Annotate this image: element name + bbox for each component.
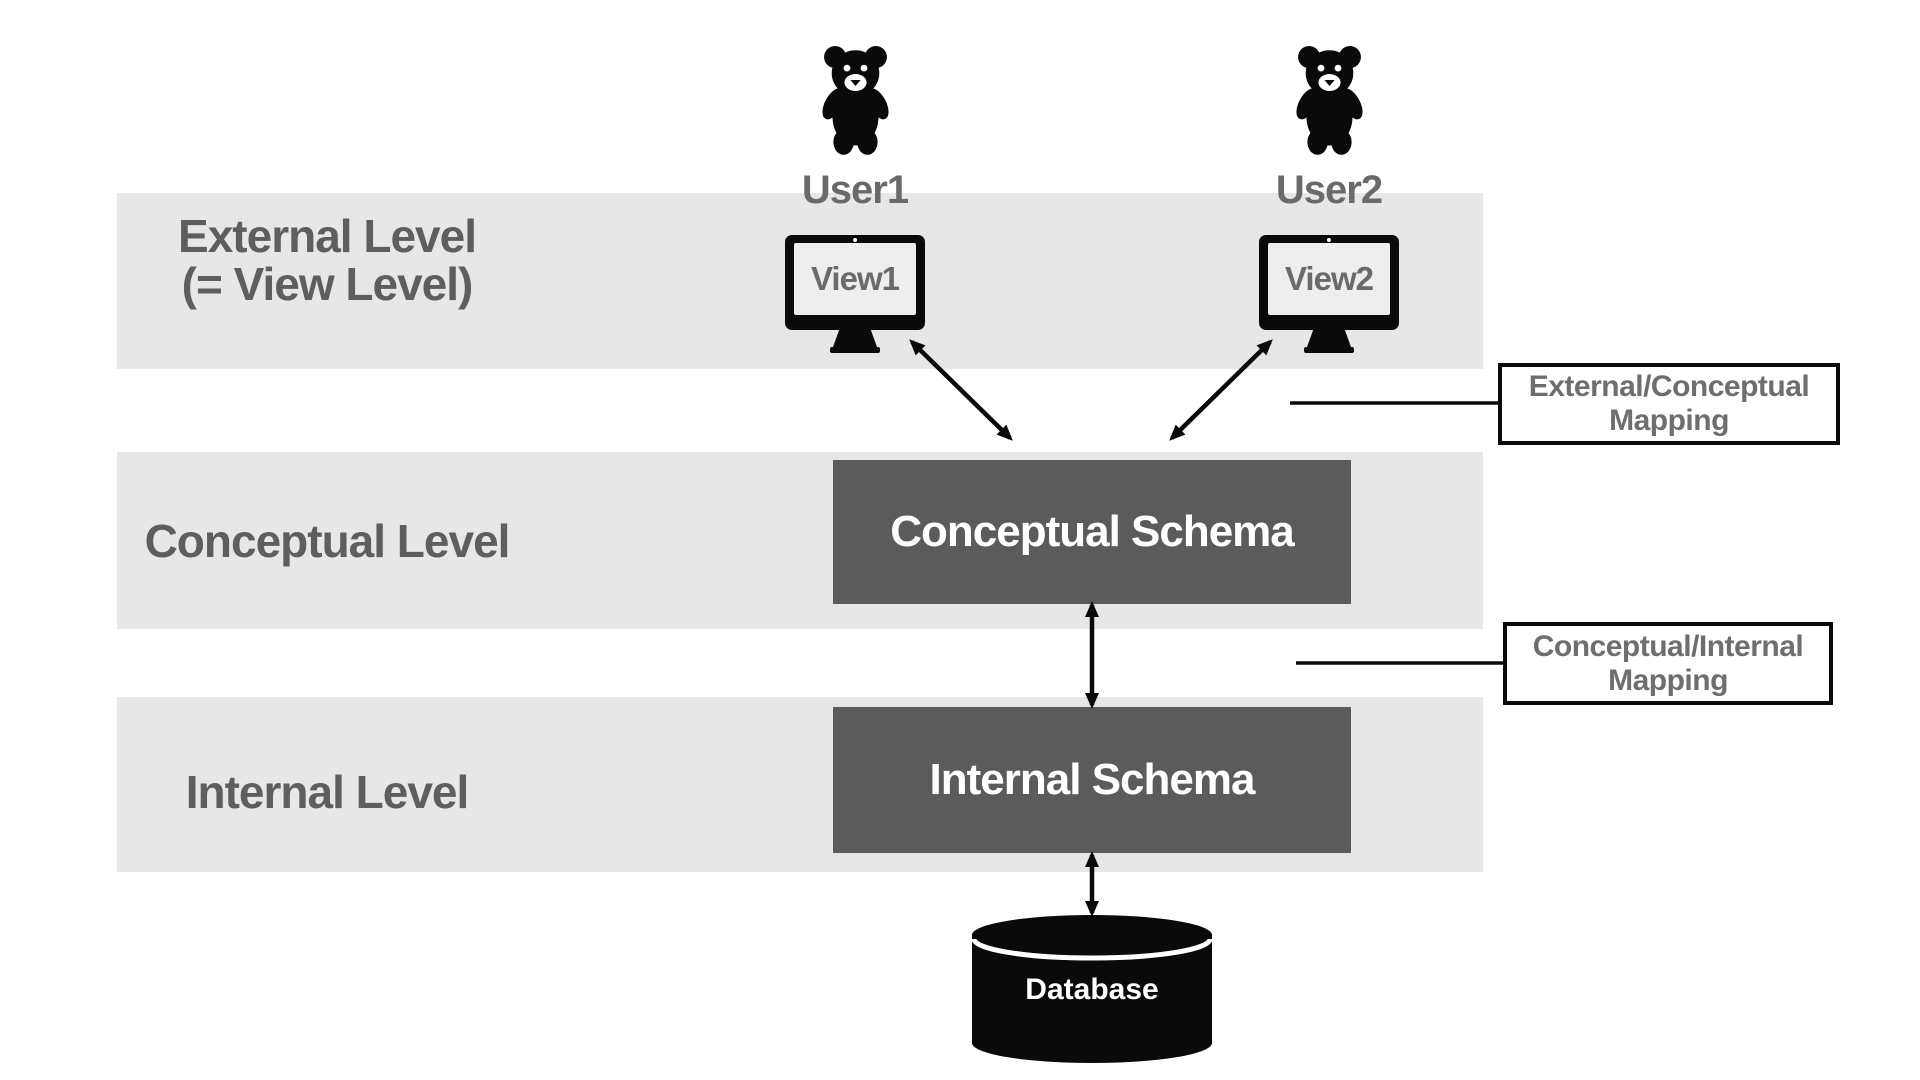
conceptual-schema-label: Conceptual Schema xyxy=(890,507,1295,556)
conceptual-internal-mapping-line2: Mapping xyxy=(1608,663,1728,697)
view2-label: View2 xyxy=(1285,260,1374,297)
external-conceptual-mapping-box: External/Conceptual Mapping xyxy=(1498,363,1840,445)
external-level-label-line1: External Level xyxy=(178,210,477,262)
monitor-stand-base xyxy=(1304,347,1354,353)
camera-dot-icon xyxy=(853,238,857,242)
user1-label: User1 xyxy=(801,168,909,212)
conceptual-schema-box: Conceptual Schema xyxy=(833,460,1351,604)
view1-label: View1 xyxy=(811,260,900,297)
monitor-icon: View2 xyxy=(1259,235,1399,353)
internal-schema-box: Internal Schema xyxy=(833,707,1351,853)
monitor-screen: View1 xyxy=(794,243,916,315)
monitor-stand-neck xyxy=(1307,330,1351,347)
teddy-bear-icon xyxy=(1296,46,1363,155)
monitor-stand-base xyxy=(830,347,880,353)
internal-schema-label: Internal Schema xyxy=(929,755,1256,804)
camera-dot-icon xyxy=(1327,238,1331,242)
conceptual-internal-mapping-box: Conceptual/Internal Mapping xyxy=(1503,622,1833,705)
conceptual-internal-mapping-line1: Conceptual/Internal xyxy=(1532,629,1804,663)
database-label: Database xyxy=(1025,973,1159,1006)
monitor-icon: View1 xyxy=(785,235,925,353)
external-level-label: External Level (= View Level) xyxy=(117,212,537,308)
internal-level-label: Internal Level xyxy=(185,765,470,818)
teddy-bear-icon xyxy=(822,46,889,155)
external-conceptual-mapping-line1: External/Conceptual xyxy=(1528,370,1810,403)
monitor-screen: View2 xyxy=(1268,243,1390,315)
user2-label: User2 xyxy=(1275,168,1383,212)
monitor-stand-neck xyxy=(833,330,877,347)
conceptual-level-label: Conceptual Level xyxy=(144,514,511,567)
external-level-label-line2: (= View Level) xyxy=(181,258,474,310)
external-conceptual-mapping-line2: Mapping xyxy=(1609,404,1729,437)
